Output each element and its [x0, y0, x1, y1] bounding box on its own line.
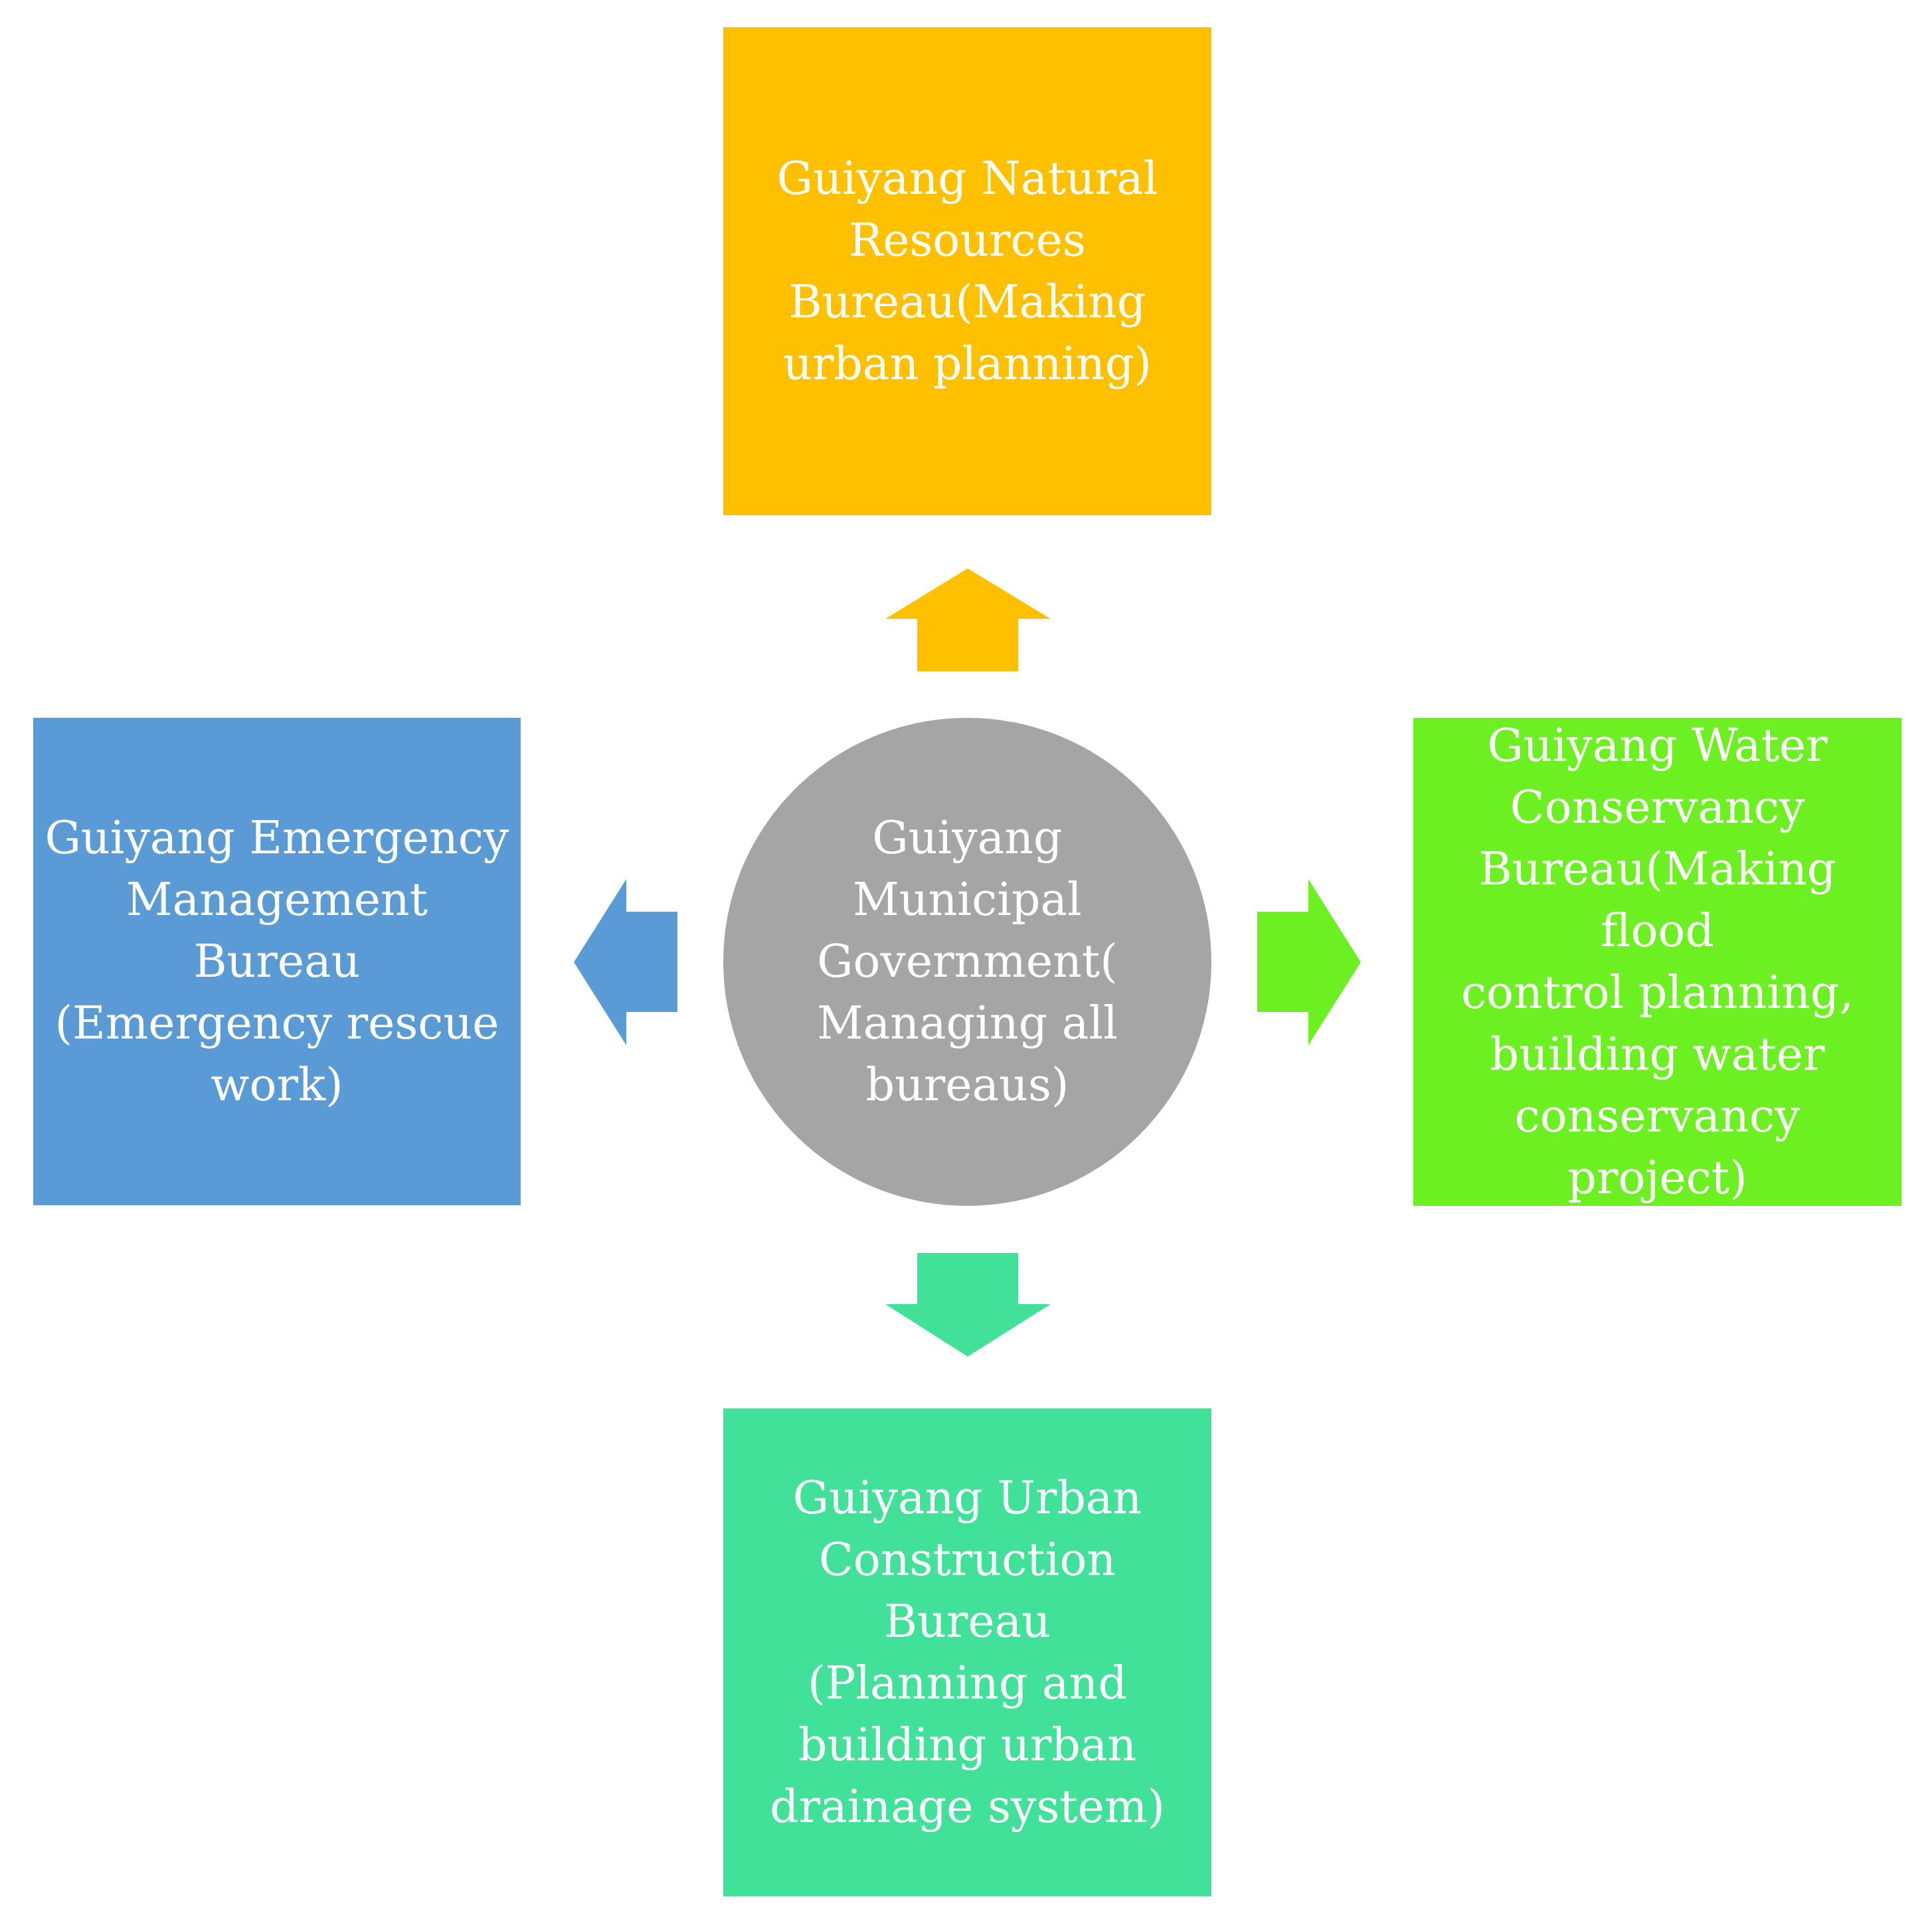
arrow-right-to-water-conservancy — [1257, 879, 1361, 1045]
municipal-government-circle: Guiyang Municipal Government( Managing a… — [723, 718, 1211, 1206]
arrow-up-to-natural-resources — [885, 568, 1051, 671]
natural-resources-bureau-label: Guiyang Natural Resources Bureau(Making … — [776, 152, 1158, 390]
urban-construction-bureau-label: Guiyang Urban Construction Bureau (Plann… — [770, 1471, 1165, 1833]
water-conservancy-bureau-label: Guiyang Water Conservancy Bureau(Making … — [1460, 719, 1854, 1205]
arrow-left-to-emergency-management — [574, 879, 677, 1045]
urban-construction-bureau-box: Guiyang Urban Construction Bureau (Plann… — [723, 1408, 1211, 1896]
emergency-management-bureau-label: Guiyang Emergency Management Bureau (Eme… — [44, 811, 509, 1112]
water-conservancy-bureau-box: Guiyang Water Conservancy Bureau(Making … — [1413, 718, 1901, 1206]
emergency-management-bureau-box: Guiyang Emergency Management Bureau (Eme… — [33, 718, 521, 1205]
municipal-government-label: Guiyang Municipal Government( Managing a… — [817, 812, 1118, 1112]
natural-resources-bureau-box: Guiyang Natural Resources Bureau(Making … — [723, 27, 1211, 515]
arrow-down-to-urban-construction — [885, 1253, 1051, 1357]
